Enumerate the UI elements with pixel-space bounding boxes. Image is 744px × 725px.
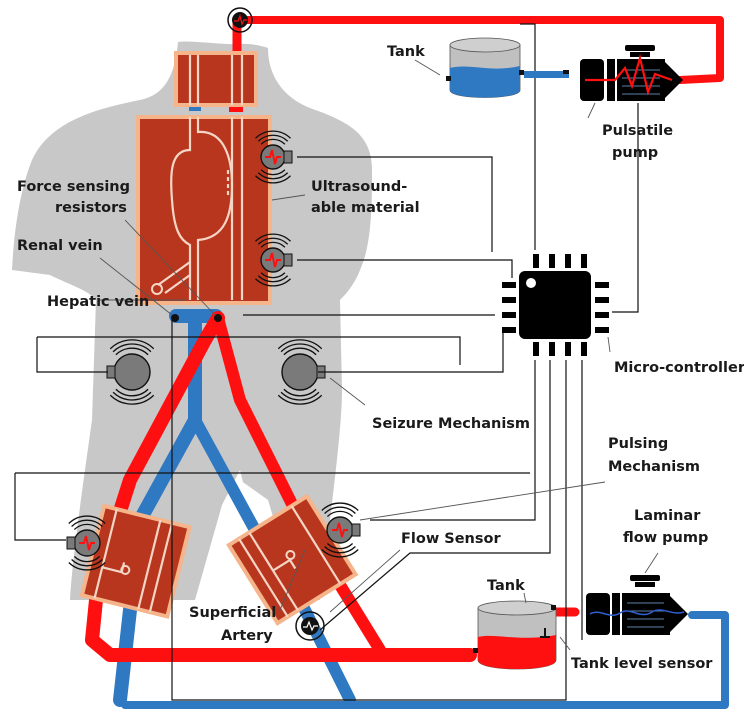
label-pulsing-mechanism-2: Mechanism (608, 459, 700, 475)
laminar-flow-pump (586, 575, 688, 635)
flow-sensor-bottom (295, 611, 325, 641)
seizure-motor-left (106, 339, 155, 405)
label-laminar-pump-2: flow pump (623, 530, 708, 546)
micro-controller-chip (502, 254, 609, 356)
label-ultrasound-1: Ultrasound- (311, 179, 407, 195)
label-pulsing-mechanism-1: Pulsing (608, 436, 668, 452)
label-force-sensing-2: resistors (55, 200, 127, 216)
label-hepatic-vein: Hepatic vein (47, 294, 149, 310)
label-tank-top: Tank (387, 44, 425, 60)
label-micro-controller: Micro-controller (614, 360, 744, 376)
force-sensor-right (214, 314, 222, 322)
label-ultrasound-2: able material (311, 200, 420, 216)
leg-gap (180, 470, 275, 630)
label-tank-bottom: Tank (487, 578, 525, 594)
neck-tissue (174, 51, 258, 107)
flow-sensor-top (227, 7, 253, 33)
ultrasound-motor-lower (255, 233, 293, 287)
left-thigh-tissue (79, 503, 192, 619)
label-pulsatile-pump-2: pump (612, 145, 658, 161)
pulsatile-pump (580, 45, 683, 101)
pulsing-motor-right (321, 502, 361, 558)
label-flow-sensor: Flow Sensor (401, 531, 501, 547)
label-renal-vein: Renal vein (17, 238, 103, 254)
force-sensor-left (171, 314, 179, 322)
label-seizure-mechanism: Seizure Mechanism (372, 416, 530, 432)
top-tank (446, 37, 569, 98)
label-force-sensing-1: Force sensing (17, 179, 130, 195)
leader-lines (98, 59, 659, 651)
right-thigh-tissue (226, 493, 359, 626)
label-superficial-artery-2: Artery (221, 628, 273, 644)
label-pulsatile-pump-1: Pulsatile (602, 123, 673, 139)
bottom-tank (473, 600, 557, 670)
label-tank-level-sensor: Tank level sensor (571, 656, 713, 672)
label-laminar-pump-1: Laminar (634, 508, 701, 524)
label-superficial-artery-1: Superficial (189, 605, 276, 621)
torso-tissue (136, 115, 272, 305)
ultrasound-motor-upper (255, 130, 293, 184)
pulsing-motor-left (66, 515, 106, 571)
